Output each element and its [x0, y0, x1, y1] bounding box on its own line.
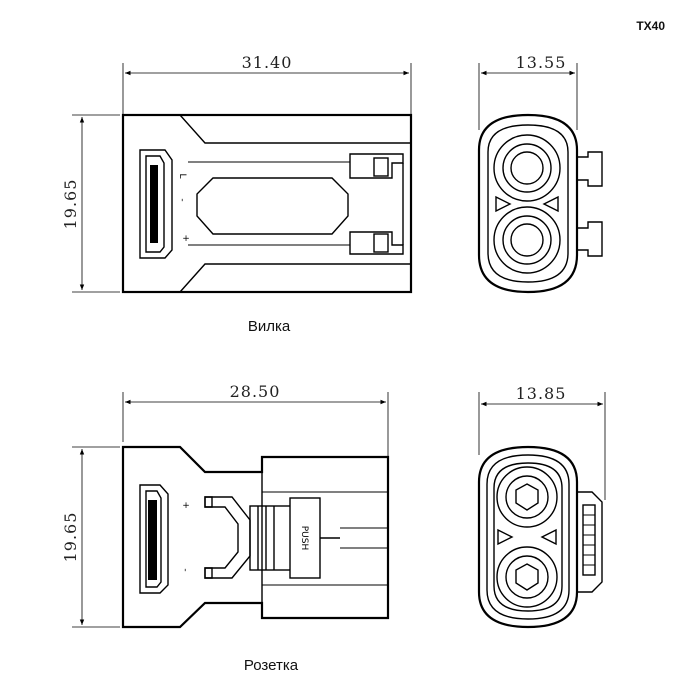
plug-length-value: 31.40: [242, 53, 293, 72]
socket-side-body: + - PUSH: [121, 445, 390, 629]
plug-width-dimension: 13.55: [478, 53, 578, 130]
socket-height-dimension: 19.65: [61, 446, 120, 628]
socket-view: 28.50 19.65 + -: [61, 382, 606, 674]
plug-length-dimension: 31.40: [122, 53, 412, 114]
svg-text:+: +: [182, 234, 190, 244]
socket-length-value: 28.50: [230, 382, 281, 401]
svg-text:-: -: [180, 568, 190, 571]
svg-text:L: L: [177, 173, 187, 178]
svg-text:+: +: [182, 501, 190, 511]
socket-height-value: 19.65: [61, 512, 80, 563]
socket-width-dimension: 13.85: [478, 384, 606, 500]
plug-label: Вилка: [248, 318, 291, 335]
plug-view: 31.40 19.65 L - +: [61, 53, 603, 335]
socket-front-body: [477, 445, 603, 629]
plug-height-value: 19.65: [61, 179, 80, 230]
socket-width-value: 13.85: [516, 384, 567, 403]
socket-length-dimension: 28.50: [122, 382, 389, 458]
svg-text:PUSH: PUSH: [299, 526, 309, 551]
model-label: TX40: [636, 19, 665, 33]
plug-height-dimension: 19.65: [61, 114, 120, 293]
plug-width-value: 13.55: [516, 53, 567, 72]
plug-side-body: L - +: [121, 113, 413, 294]
socket-label: Розетка: [244, 657, 299, 674]
plug-front-body: [477, 113, 603, 294]
svg-text:-: -: [177, 198, 187, 201]
